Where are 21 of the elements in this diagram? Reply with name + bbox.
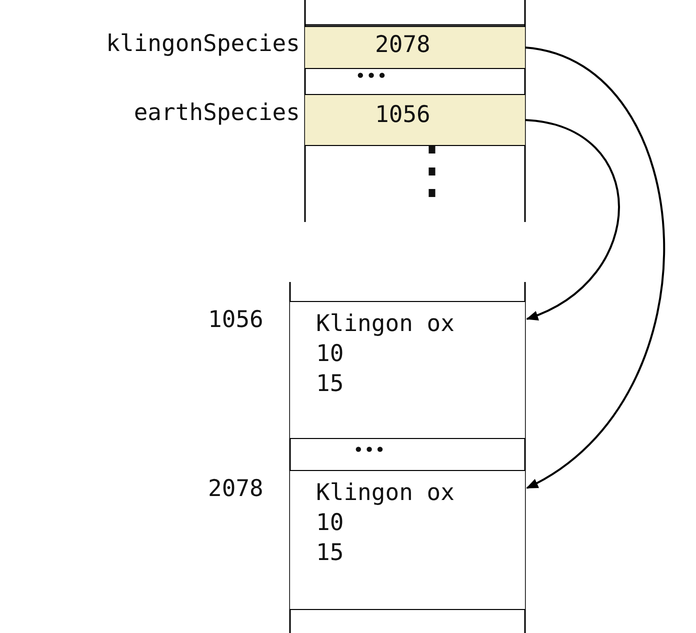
variable-name: earthSpecies [134, 99, 300, 128]
memory-cell [305, 26, 525, 69]
field-value: 10 [316, 340, 344, 369]
memory-cell [305, 94, 525, 146]
memory-address: 2078 [208, 475, 264, 504]
object-block [290, 301, 525, 439]
field-value: Klingon ox [316, 479, 454, 508]
cell-value: 1056 [375, 101, 430, 130]
ellipsis: ••• [355, 68, 388, 86]
vertical-ellipsis: ⋮ [400, 138, 464, 202]
ellipsis: ••• [353, 442, 386, 460]
pointer-arrow [524, 119, 620, 320]
memory-address: 1056 [208, 306, 264, 335]
object-block [290, 470, 525, 610]
field-value: Klingon ox [316, 310, 454, 339]
pointer-arrow [524, 46, 665, 489]
field-value: 15 [316, 539, 344, 568]
variable-name: klingonSpecies [106, 30, 300, 59]
field-value: 15 [316, 370, 344, 399]
field-value: 10 [316, 509, 344, 538]
cell-value: 2078 [375, 31, 430, 60]
